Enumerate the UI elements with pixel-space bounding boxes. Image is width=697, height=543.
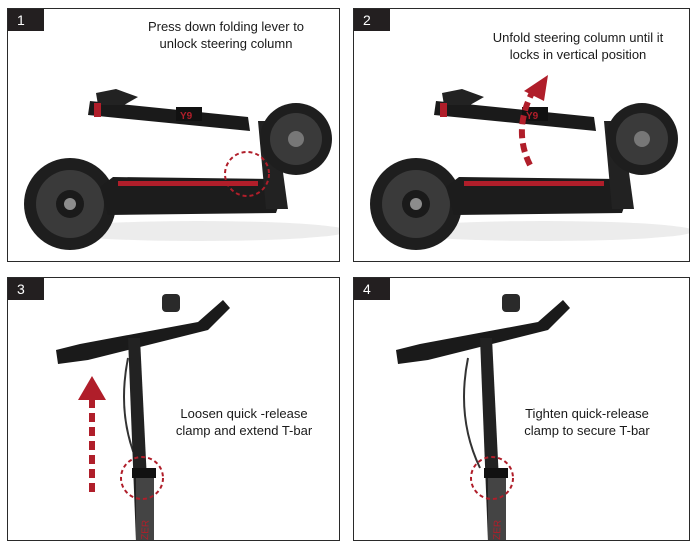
front-wheel (606, 103, 678, 175)
step-1-caption: Press down folding lever to unlock steer… (126, 18, 326, 52)
step-2-caption: Unfold steering column until it locks in… (472, 29, 684, 63)
quick-release-clamp (132, 468, 156, 478)
step-4-number: 4 (354, 278, 390, 300)
folded-scooter-illustration-1: Y9 (24, 89, 339, 250)
step-1-caption-line-1: Press down folding lever to (147, 19, 305, 34)
svg-text:Y9: Y9 (180, 111, 193, 122)
step-2-number: 2 (354, 9, 390, 31)
step-4-caption-line-1: Tighten quick-release (525, 406, 649, 421)
step-2-panel: 2 Unfold steering column until it locks … (353, 8, 690, 262)
step-3-panel: 3 Loosen quick -release clamp and extend… (7, 277, 340, 541)
clamp-highlight (470, 456, 514, 500)
handlebar (396, 300, 570, 364)
step-3-caption-line-1: Loosen quick -release (180, 406, 308, 421)
quick-release-clamp (484, 468, 508, 478)
clamp-highlight (120, 456, 164, 500)
step-2-caption-line-2: locks in vertical position (509, 47, 647, 62)
folded-steering-column (434, 101, 596, 131)
folded-scooter-illustration-2: Y9 (370, 75, 689, 250)
step-3-caption: Loosen quick -release clamp and extend T… (154, 405, 334, 439)
t-bar-illustration-3: ZER (56, 294, 230, 540)
unfold-arrow (519, 87, 537, 167)
folding-lever-highlight (224, 151, 270, 197)
step-4-caption: Tighten quick-release clamp to secure T-… (499, 405, 675, 439)
rear-wheel (24, 158, 116, 250)
t-bar-illustration-4: ZER (396, 294, 570, 540)
handlebar (56, 300, 230, 364)
step-1-panel: 1 Press down folding lever to unlock ste… (7, 8, 340, 262)
folded-steering-column (88, 101, 250, 131)
step-3-caption-line-2: clamp and extend T-bar (175, 423, 313, 438)
front-wheel (260, 103, 332, 175)
unfold-arrow-head (524, 75, 548, 101)
deck (100, 177, 283, 215)
svg-text:Y9: Y9 (526, 111, 539, 122)
step-4-panel: 4 Tighten quick-release clamp to secure … (353, 277, 690, 541)
step-3-number: 3 (8, 278, 44, 300)
step-1-number: 1 (8, 9, 44, 31)
brand-mark: ZER (492, 520, 504, 540)
step-1-caption-line-2: unlock steering column (159, 36, 293, 51)
extend-arrow-head (78, 376, 106, 400)
step-4-caption-line-2: clamp to secure T-bar (524, 423, 650, 438)
rear-wheel (370, 158, 462, 250)
step-2-caption-line-1: Unfold steering column until it (492, 30, 664, 45)
brand-mark: ZER (140, 520, 152, 540)
